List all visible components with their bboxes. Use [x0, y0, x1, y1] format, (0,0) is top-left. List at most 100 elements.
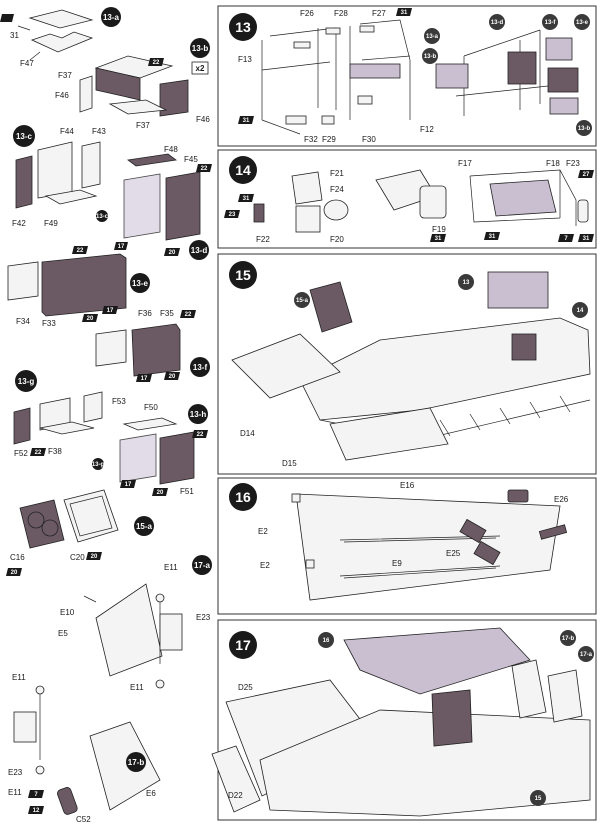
- part-f-top-plate: [28, 9, 94, 29]
- label-f24: F24: [330, 185, 344, 194]
- flag-7-s14: [558, 234, 574, 242]
- label-c52: C52: [76, 815, 91, 824]
- c16-lens-1: [27, 511, 45, 529]
- call-16-text: 16: [323, 638, 330, 644]
- flag-22-b: [148, 58, 164, 66]
- label-d14: D14: [240, 429, 255, 438]
- label-f28: F28: [334, 9, 348, 18]
- part-f27: [359, 25, 375, 33]
- flag-20-f: [164, 372, 180, 380]
- flag-17-f: [136, 374, 152, 382]
- part-c52: [57, 787, 78, 815]
- step13-box-mid: [507, 51, 537, 85]
- flag-31-s14-b: [484, 232, 500, 240]
- part-f33: [41, 253, 127, 317]
- badge-13c-small: [96, 210, 108, 222]
- part-c20: [63, 489, 119, 543]
- part-f38: [39, 421, 95, 435]
- badge-13c: [13, 125, 35, 147]
- label-d22: D22: [228, 791, 243, 800]
- badge-13e: [130, 273, 150, 293]
- flag-22-g: [30, 448, 46, 456]
- call-13a: [424, 28, 440, 44]
- label-f43: F43: [92, 127, 106, 136]
- x2-label: x2: [196, 64, 205, 73]
- flag-17-e: [102, 306, 118, 314]
- sub-assembly-17a: 17-a E11 E10 E5 E23 E11: [58, 555, 212, 692]
- part-e11-bottom: [155, 679, 165, 689]
- label-f27: F27: [372, 9, 386, 18]
- label-f21: F21: [330, 169, 344, 178]
- badge-13a-text: 13-a: [103, 13, 120, 22]
- part-f50: [122, 417, 178, 431]
- part-f28: [325, 27, 341, 35]
- flag-31-s14-c: [578, 234, 594, 242]
- part-e23-b: [13, 711, 37, 743]
- flag-22-f-text: 22: [185, 312, 192, 318]
- part-d15: [329, 407, 449, 461]
- badge-13a: [101, 7, 121, 27]
- flag-20-d-text: 20: [169, 250, 176, 256]
- label-f36: F36: [138, 309, 152, 318]
- engine-in-frame: [489, 179, 557, 217]
- label-f19: F19: [432, 225, 446, 234]
- flag-20-c20: [86, 552, 102, 560]
- label-e2: E2: [258, 527, 268, 536]
- badge-13c-small-text: 13-c: [96, 214, 109, 220]
- hull-body: [299, 317, 591, 421]
- label-e25: E25: [446, 549, 461, 558]
- flag-7-b: [28, 790, 44, 798]
- flag-31-s13: [396, 8, 412, 16]
- step-15-badge: [229, 261, 257, 289]
- label-f46: F46: [55, 91, 69, 100]
- hull-lower-17: [259, 709, 591, 817]
- c16-lens-2: [41, 519, 59, 537]
- part-e2-b: [305, 559, 315, 569]
- label-f50: F50: [144, 403, 158, 412]
- label-e23: E23: [196, 613, 211, 622]
- step-13-badge: [229, 13, 257, 41]
- part-e11-d: [35, 765, 45, 775]
- sub-assembly-13d: F48 F45 13-c 13-d 22 17 20: [96, 145, 212, 260]
- step-13-number: 13: [235, 19, 251, 35]
- badge-13g-small-text: 13-g: [92, 462, 105, 468]
- part-e5: [95, 583, 163, 677]
- flag-31-s13-text: 31: [401, 10, 408, 16]
- flag-20-c20-text: 20: [91, 554, 98, 560]
- flag-23-s14: [224, 210, 240, 218]
- flag-17-d-text: 17: [118, 244, 125, 250]
- part-e2-a: [291, 493, 301, 503]
- part-f52: [13, 407, 31, 445]
- label-f20: F20: [330, 235, 344, 244]
- label-f47: F47: [20, 59, 34, 68]
- label-e5: E5: [58, 629, 68, 638]
- label-f17: F17: [458, 159, 472, 168]
- call-15-text: 15: [535, 796, 542, 802]
- flag-20-e-text: 20: [87, 316, 94, 322]
- flag-20-e: [82, 314, 98, 322]
- badge-17a-text: 17-a: [194, 561, 211, 570]
- call-13: [458, 274, 474, 290]
- part-e26: [538, 524, 568, 540]
- flag-20-h: [152, 488, 168, 496]
- part-f37-front: [95, 67, 141, 101]
- label-f38: F38: [48, 447, 62, 456]
- flag-31-f19-text: 31: [435, 236, 442, 242]
- badge-15a-text: 15-a: [136, 522, 153, 531]
- label-e11-b: E11: [130, 683, 144, 692]
- label-f29: F29: [322, 135, 336, 144]
- flag-12-b-text: 12: [33, 808, 40, 814]
- call-13d-text: 13-d: [491, 20, 504, 26]
- label-c20: C20: [70, 553, 85, 562]
- part-d14: [231, 333, 341, 399]
- label-c16: C16: [10, 553, 25, 562]
- call-16: [318, 632, 334, 648]
- label-e11-c: E11: [12, 673, 26, 682]
- label-e6: E6: [146, 789, 156, 798]
- part-f42: [15, 155, 33, 209]
- call-14: [572, 302, 588, 318]
- part-f46-right: [159, 79, 189, 117]
- flag-22-d-text: 22: [201, 166, 208, 172]
- call-15a: [294, 292, 310, 308]
- flag-17-h-text: 17: [125, 482, 132, 488]
